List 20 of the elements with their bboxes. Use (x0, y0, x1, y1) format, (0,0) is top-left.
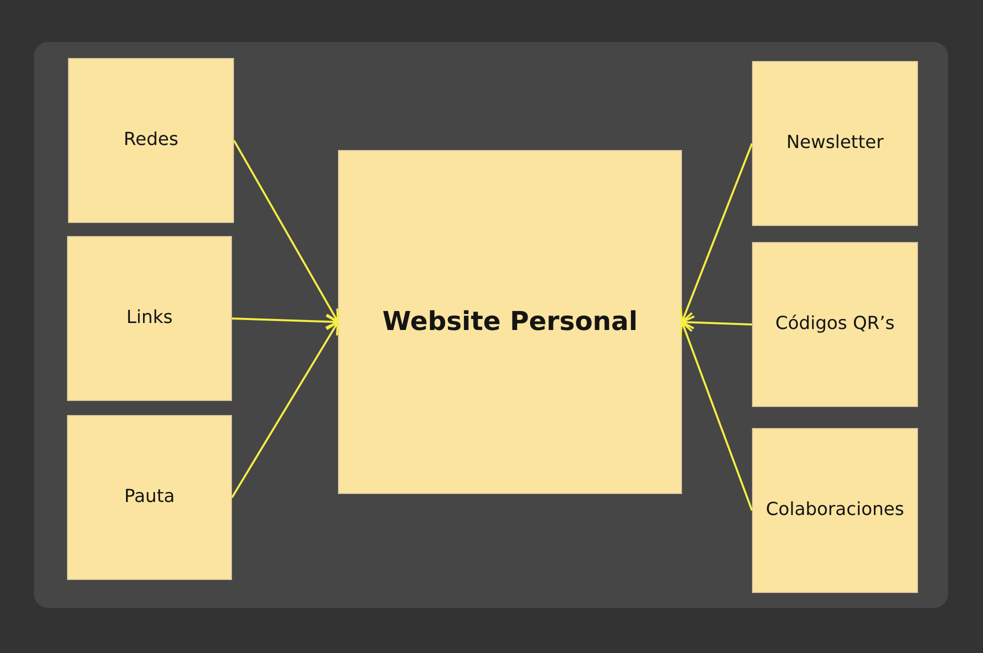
arrow (680, 321, 753, 511)
box-label: Pauta (124, 486, 175, 509)
box-label: Links (126, 307, 173, 330)
sticky-note-box (68, 58, 234, 223)
sticky-note-box (752, 61, 918, 226)
arrow (232, 314, 339, 329)
box-title: Website Personal (382, 306, 638, 338)
arrow (681, 315, 752, 330)
box-label: Colaboraciones (766, 499, 904, 522)
sticky-note-box (752, 242, 918, 407)
box-label: Códigos QR’s (775, 313, 895, 336)
arrow (233, 140, 339, 323)
arrow (231, 321, 339, 498)
sticky-note-box (67, 236, 232, 401)
sticky-note-box (752, 428, 918, 593)
sticky-note-box (67, 415, 232, 580)
central-box (338, 150, 682, 494)
arrow (680, 143, 753, 323)
box-label: Redes (124, 129, 178, 152)
box-label: Newsletter (786, 132, 884, 155)
